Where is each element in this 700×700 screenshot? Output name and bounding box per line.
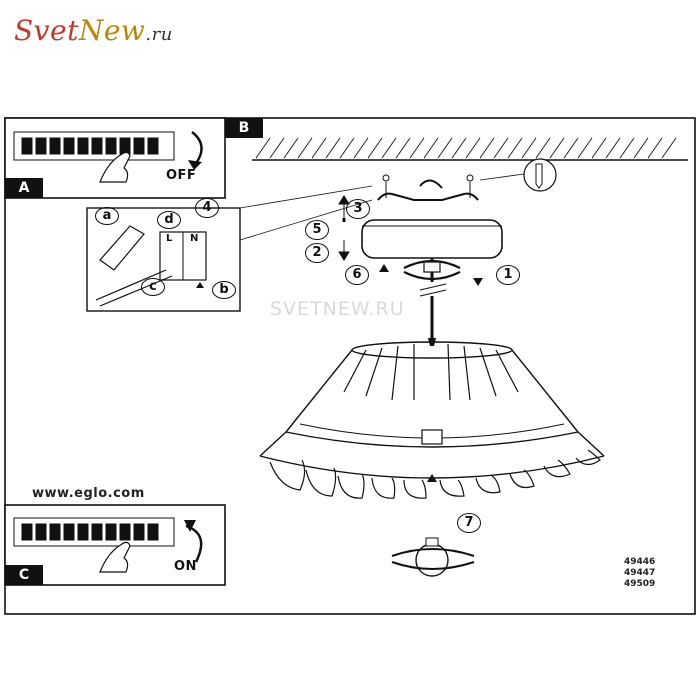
arrow-up-b — [196, 282, 204, 298]
step-2: 2 — [305, 243, 329, 263]
rotate-arrow-collar-bottom — [403, 271, 461, 281]
hand-icon-c — [99, 541, 131, 573]
rotate-arrowhead-on — [184, 520, 196, 532]
logo-text-new: New — [78, 14, 146, 47]
bracket-plate-icon — [99, 225, 145, 271]
screws — [382, 174, 474, 198]
action-off: OFF — [166, 168, 197, 183]
rotate-arrow-collar-top — [403, 259, 461, 269]
website-url[interactable]: www.eglo.com — [32, 486, 145, 501]
arrow-down-step2 — [338, 240, 350, 261]
step-7: 7 — [457, 513, 481, 533]
wiring-label-d: d — [157, 211, 181, 229]
step-6: 6 — [345, 265, 369, 285]
lamp-socket — [421, 429, 443, 445]
wiring-leader-top — [239, 185, 373, 209]
wiring-label-a: a — [95, 207, 119, 225]
rod-break-mark — [419, 283, 447, 291]
outer-frame — [4, 117, 696, 615]
wiring-label-b: b — [212, 281, 236, 299]
model-number: 49446 — [624, 557, 656, 567]
panel-tag-c: C — [5, 565, 43, 585]
wiring-label-c: c — [141, 278, 165, 296]
logo-text-svet: Svet — [14, 14, 79, 47]
rod-collar — [423, 261, 441, 273]
model-numbers: 49446 49447 49509 — [624, 557, 655, 590]
panel-tag-b: B — [225, 118, 263, 138]
action-on: ON — [174, 559, 197, 574]
mounting-bracket — [377, 192, 479, 201]
site-logo[interactable]: SvetNew.ru — [14, 14, 173, 47]
step-5: 5 — [305, 220, 329, 240]
shade-cage-ribs — [269, 343, 601, 499]
watermark: SVETNEW.RU — [270, 298, 405, 320]
step-3: 3 — [346, 199, 370, 219]
arrow-up-step7 — [427, 474, 437, 504]
arrow-up-step6 — [379, 264, 389, 282]
rotate-arrow-bulb-top — [391, 548, 475, 557]
rotate-arrowhead-off — [188, 160, 202, 170]
step-1: 1 — [496, 265, 520, 285]
logo-text-domain: .ru — [145, 24, 173, 45]
model-number: 49447 — [624, 568, 656, 578]
panel-tag-a: A — [5, 178, 43, 198]
terminal-label-l: L — [166, 233, 173, 244]
terminal-label-n: N — [190, 233, 199, 244]
ceiling-hatch — [255, 137, 677, 159]
model-number: 49509 — [624, 579, 656, 589]
supply-cable — [419, 179, 443, 189]
step-4: 4 — [195, 198, 219, 218]
dowel-leader — [479, 173, 525, 181]
rotate-arrow-bulb-bottom — [391, 561, 475, 570]
arrow-down-step1 — [473, 266, 483, 286]
breaker-strip-a — [13, 131, 175, 161]
breaker-strip-c — [13, 517, 175, 547]
hand-icon-a — [99, 151, 131, 183]
dowel-icon — [535, 163, 543, 189]
lamp-shade — [259, 341, 605, 479]
bulb-base — [425, 537, 439, 547]
